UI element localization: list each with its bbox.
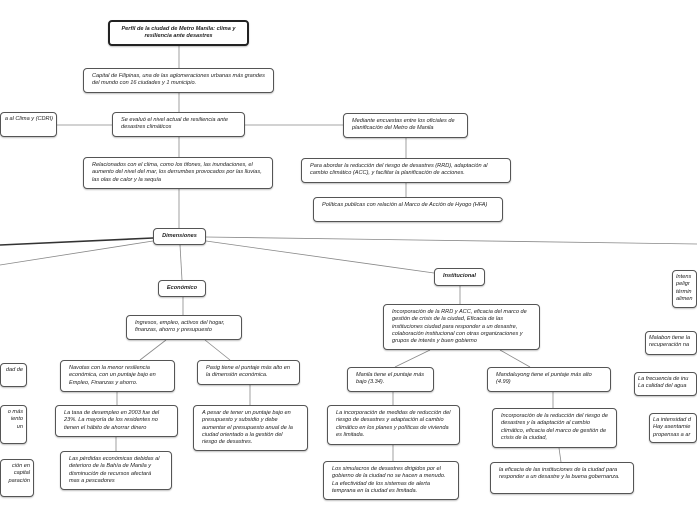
node-text: A pesar de tener un puntaje bajo en pres… bbox=[202, 410, 293, 446]
node-text: La incorporación de medidas de reducción… bbox=[336, 410, 451, 438]
right-intensidad-node[interactable]: La intensidad d Hay asentamie propensas … bbox=[649, 413, 697, 443]
node-text: Pasig tiene el puntaje más alto en la di… bbox=[206, 365, 290, 379]
left-node-b[interactable]: o más iento un bbox=[0, 405, 27, 444]
right-frecuencia-node[interactable]: La frecuencia de inu La calidad del agua bbox=[634, 372, 697, 396]
root-text: Perfil de la ciudad de Metro Manila: cli… bbox=[121, 25, 236, 39]
node-text: Incorporación de la RRD y ACC, eficacia … bbox=[392, 309, 527, 345]
node-text: Malabon tiene la recuperación na bbox=[649, 335, 691, 349]
node-text: La tasa de desempleo en 2003 fue del 23%… bbox=[64, 410, 160, 431]
manila-node[interactable]: Manila tiene el puntaje más bajo (3.34). bbox=[347, 367, 434, 392]
node-text: Las pérdidas económicas debidas al deter… bbox=[69, 456, 160, 484]
node-text: Institucional bbox=[443, 273, 476, 280]
right-malabon-node[interactable]: Malabon tiene la recuperación na bbox=[645, 331, 697, 355]
node-text: La intensidad d Hay asentamie propensas … bbox=[653, 417, 691, 438]
mandaluyong-node[interactable]: Mandaluyong tiene el puntaje más alto (4… bbox=[487, 367, 611, 392]
pasig-node[interactable]: Pasig tiene el puntaje más alto en la di… bbox=[197, 360, 300, 385]
a-pesar-node[interactable]: A pesar de tener un puntaje bajo en pres… bbox=[193, 405, 308, 452]
node-text: Incorporación de la reducción del riesgo… bbox=[501, 413, 608, 441]
node-text: La frecuencia de inu La calidad del agua bbox=[638, 376, 689, 390]
evaluo-node[interactable]: Se evaluó el nivel actual de resiliencia… bbox=[112, 112, 245, 137]
politicas-node[interactable]: Políticas publicas con relación al Marco… bbox=[313, 197, 503, 222]
incorporacion-rrd-node[interactable]: Incorporación de la RRD y ACC, eficacia … bbox=[383, 304, 540, 351]
left-node-a[interactable]: dad de bbox=[0, 363, 27, 387]
left-node-c[interactable]: ción en capital paración bbox=[0, 459, 34, 497]
node-text: ción en capital paración bbox=[8, 463, 30, 484]
mandaluyong-detail-2-node[interactable]: la eficacia de las instituciones de la c… bbox=[490, 462, 634, 494]
dimensiones-node[interactable]: Dimensiones bbox=[153, 228, 206, 245]
node-text: Los simulacros de desastres dirigidos po… bbox=[332, 466, 446, 494]
node-text: Relacionados con el clima, como los tifo… bbox=[92, 162, 262, 183]
node-text: Dimensiones bbox=[162, 232, 197, 239]
node-text: Ingresos, empleo, activos del hogar, fin… bbox=[135, 320, 225, 334]
relacionados-node[interactable]: Relacionados con el clima, como los tifo… bbox=[83, 157, 273, 189]
node-text: Económico bbox=[166, 284, 198, 291]
node-text: o más iento un bbox=[7, 409, 23, 430]
node-text: Mandaluyong tiene el puntaje más alto (4… bbox=[496, 372, 592, 386]
economico-node[interactable]: Económico bbox=[158, 280, 206, 297]
node-text: Para abordar la reducción del riesgo de … bbox=[310, 163, 488, 177]
mandaluyong-detail-1-node[interactable]: Incorporación de la reducción del riesgo… bbox=[492, 408, 617, 448]
capital-node[interactable]: Capital de Filipinas, una de las aglomer… bbox=[83, 68, 274, 93]
para-abordar-node[interactable]: Para abordar la reducción del riesgo de … bbox=[301, 158, 511, 183]
manila-detail-1-node[interactable]: La incorporación de medidas de reducción… bbox=[327, 405, 460, 445]
root-node[interactable]: Perfil de la ciudad de Metro Manila: cli… bbox=[108, 20, 249, 46]
node-text: Capital de Filipinas, una de las aglomer… bbox=[92, 73, 265, 87]
node-text: Mediante encuestas entre los oficiales d… bbox=[352, 118, 455, 132]
navotas-node[interactable]: Navotas con la menor resiliencia económi… bbox=[60, 360, 175, 392]
node-text: Navotas con la menor resiliencia económi… bbox=[69, 365, 156, 386]
node-text: la eficacia de las instituciones de la c… bbox=[499, 467, 620, 481]
ingresos-node[interactable]: Ingresos, empleo, activos del hogar, fin… bbox=[126, 315, 242, 340]
perdidas-node[interactable]: Las pérdidas económicas debidas al deter… bbox=[60, 451, 172, 491]
institucional-node[interactable]: Institucional bbox=[434, 268, 485, 286]
node-text: Se evaluó el nivel actual de resiliencia… bbox=[121, 117, 228, 131]
mediante-node[interactable]: Mediante encuestas entre los oficiales d… bbox=[343, 113, 468, 138]
node-text: Políticas publicas con relación al Marco… bbox=[322, 202, 488, 208]
node-text: a al Clima y (CDRI) bbox=[4, 116, 53, 122]
manila-detail-2-node[interactable]: Los simulacros de desastres dirigidos po… bbox=[323, 461, 459, 501]
node-text: Manila tiene el puntaje más bajo (3.34). bbox=[356, 372, 425, 386]
node-text: dad de bbox=[5, 367, 23, 373]
node-text: Intens peligr términ alimen bbox=[676, 274, 693, 302]
right-intens-node[interactable]: Intens peligr términ alimen bbox=[672, 270, 697, 308]
cdri-node[interactable]: a al Clima y (CDRI) bbox=[0, 112, 57, 137]
tasa-node[interactable]: La tasa de desempleo en 2003 fue del 23%… bbox=[55, 405, 178, 437]
